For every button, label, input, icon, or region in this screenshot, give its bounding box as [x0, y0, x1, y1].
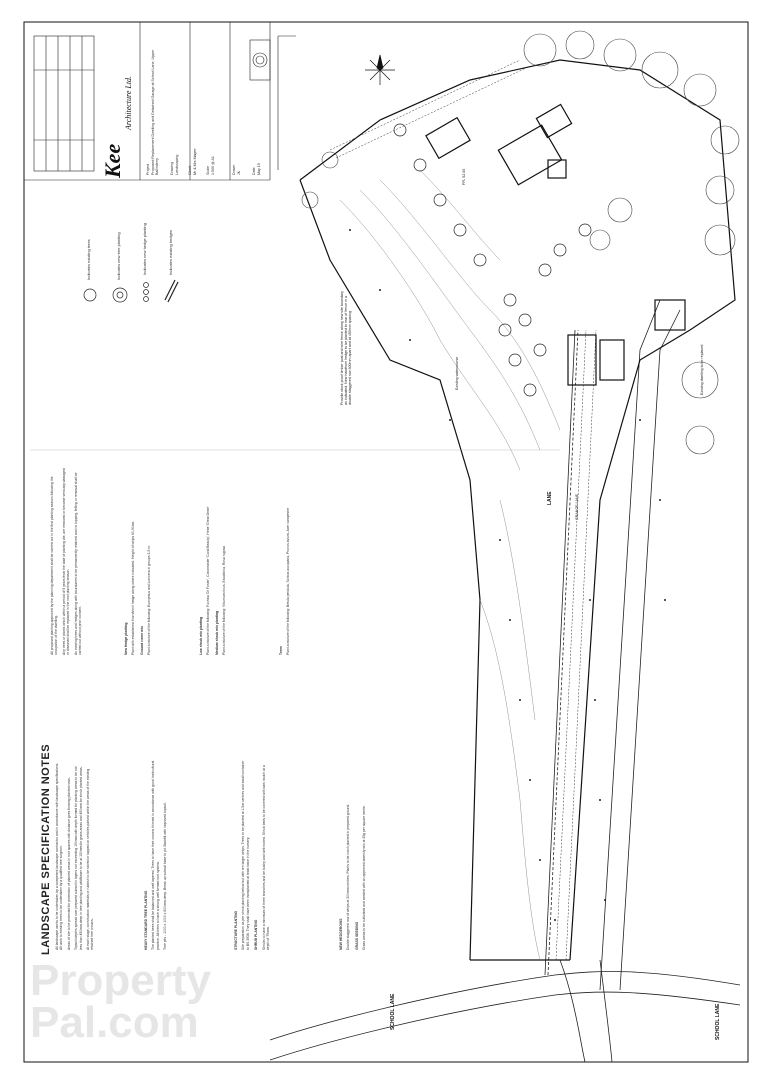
- note-paragraph: Plant a mixture of the following: Betula…: [286, 507, 291, 655]
- note-paragraph: Site preparation as per shrub planting b…: [241, 760, 250, 950]
- title-block-date: Date May 19: [252, 163, 261, 175]
- title-block-frame: [24, 22, 296, 181]
- legend-existing-trees: Indicates existing trees: [86, 239, 91, 280]
- client-value: Mr & Mrs Magee: [192, 148, 197, 175]
- note-paragraph: Tree pits - 1000 x 1000 x 600mm deep. Br…: [163, 802, 168, 950]
- date-value: May 19: [256, 163, 261, 175]
- title-block-drawing: Drawing Landscaping: [170, 155, 179, 175]
- note-heading: STRUCTURE PLANTING: [234, 910, 238, 950]
- levels: [349, 229, 666, 921]
- drawn-label: Drawn: [232, 164, 236, 175]
- notes-column-2c: Low shrub mix planting Plant a mixture o…: [195, 465, 230, 655]
- note-heading: HEAVY STANDARD TREE PLANTING: [144, 890, 148, 950]
- notes-title: LANDSCAPE SPECIFICATION NOTES: [40, 743, 52, 955]
- notes-column-2: All proposed planting approved by the pl…: [50, 465, 85, 655]
- lane-label-2: GRANGE LANE: [575, 494, 579, 520]
- note-paragraph: Plant a mixture of the following: Euonym…: [147, 544, 152, 655]
- note-paragraph: Topsoil depths spread over prepared subs…: [74, 766, 83, 950]
- note-paragraph: An existing trees and hedges along with …: [73, 472, 83, 655]
- watermark-logo: Property Pal.com: [30, 956, 211, 1047]
- notes-column-1: All landscape works to be undertaken by …: [55, 760, 98, 950]
- page-border: [23, 21, 749, 1063]
- school-lane-south: [269, 959, 741, 1063]
- lane-label: LANE: [547, 491, 553, 505]
- note-heading: Ground cover mix: [139, 625, 144, 655]
- notes-column-2d: Trees Plant a mixture of the following: …: [275, 465, 294, 655]
- scale-value: 1:500 @ A1: [210, 156, 215, 175]
- hedge-lines: [329, 59, 597, 961]
- title-block-project: Project Proposed Replacement Dwelling an…: [146, 35, 160, 175]
- watercourse-label: Existing watercourse: [455, 356, 459, 390]
- road-label-east: SCHOOL LANE: [715, 1003, 721, 1040]
- note-paragraph: Plant a mixture of the following: Viburn…: [222, 545, 227, 655]
- buildings: [425, 103, 686, 386]
- note-paragraph: All proposed planting approved by the pl…: [50, 476, 59, 655]
- north-arrow-icon: [365, 54, 395, 85]
- notes-column-1d: NEW HEDGEROWS Double staggered row of wh…: [335, 760, 370, 950]
- contours: [339, 169, 561, 961]
- note-heading: New Hedge planting: [124, 622, 128, 655]
- note-paragraph: Double staggered row of whips at 300mm c…: [346, 803, 351, 950]
- watermark-line-1: Property: [30, 956, 211, 1005]
- note-paragraph: Grass areas to be cultivated and seeded …: [362, 805, 367, 950]
- note-paragraph: Plant a mixture of the following: Fuchsi…: [206, 506, 211, 655]
- drawing-value: Landscaping: [174, 154, 179, 175]
- note-heading: Medium shrub mix planting: [214, 610, 219, 655]
- legend-existing-hedge: Indicates existing hedges: [168, 230, 173, 275]
- title-block-scale: Scale 1:500 @ A1: [206, 156, 215, 175]
- legend-new-hedge: Indicates new hedge planting: [142, 223, 147, 275]
- notes-column-2b: New Hedge planting Plant with establishe…: [120, 465, 155, 655]
- note-heading: Low shrub mix planting: [199, 616, 203, 655]
- note-heading: GRASS SEEDING: [354, 921, 359, 950]
- new-trees: [393, 123, 592, 397]
- note-heading: Trees: [279, 646, 283, 655]
- note-paragraph: Shrubs to have a minimum of three branch…: [261, 765, 271, 950]
- legend-new-trees: Indicates new tree planting: [116, 232, 121, 280]
- project-value: Proposed Replacement Dwelling and Detach…: [150, 49, 160, 175]
- hedge-note-text: Provide stock proof timber post and wire…: [340, 291, 352, 405]
- note-paragraph: At each stage, construction materials or…: [86, 768, 95, 950]
- note-paragraph: Plant with established thorn/birch hedge…: [131, 520, 136, 655]
- watermark-line-2: Pal.com: [30, 998, 199, 1047]
- note-paragraph: All landscape works to be undertaken by …: [55, 762, 64, 950]
- ffl-label: FFL 52.00: [462, 168, 466, 185]
- company-sub-text: Architecture Ltd.: [124, 75, 133, 130]
- hedge-note: Provide stock proof timber post and wire…: [340, 290, 352, 405]
- existing-dwelling-label: Existing dwelling to be replaced: [700, 344, 704, 395]
- note-paragraph: Areas of site to be protected for protec…: [66, 777, 71, 950]
- legend-icons: [83, 279, 179, 303]
- road-label-south: SCHOOL LANE: [390, 993, 396, 1030]
- note-heading: NEW HEDGEROWS: [339, 918, 343, 950]
- title-block-client: Client Mr & Mrs Magee: [188, 148, 197, 175]
- note-heading: SHRUB PLANTING: [254, 919, 259, 950]
- notes-column-1c: STRUCTURE PLANTING Site preparation as p…: [230, 760, 273, 950]
- note-paragraph: The planted trees shall be balanced and …: [151, 760, 160, 950]
- laneway: [544, 299, 681, 991]
- note-paragraph: Any trees or plants which within a perio…: [61, 468, 71, 655]
- drawn-value: JK: [236, 170, 241, 175]
- existing-trees: [301, 30, 740, 455]
- company-logo-text: Kee: [100, 143, 125, 178]
- notes-column-1b: HEAVY STANDARD TREE PLANTING The planted…: [140, 760, 171, 950]
- title-block-drawn: Drawn JK: [232, 165, 241, 175]
